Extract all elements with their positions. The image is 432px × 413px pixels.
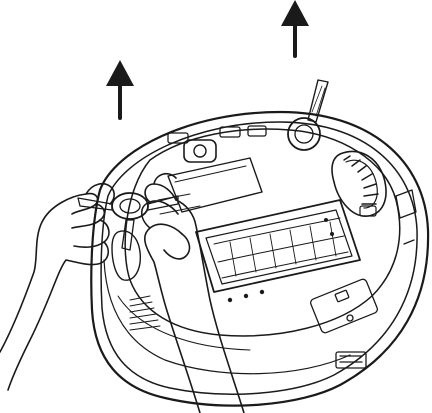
side-brush-left — [77, 192, 179, 251]
up-arrow-icon — [106, 60, 134, 120]
side-brush-right — [287, 79, 329, 151]
main-brush-housing — [195, 199, 361, 303]
right-hand — [140, 172, 245, 413]
up-arrow-icon — [281, 0, 309, 58]
bottom-details — [129, 189, 417, 369]
bottom-plate — [124, 125, 401, 337]
robot-body — [90, 110, 430, 407]
left-hand — [0, 182, 115, 391]
drive-wheel-right — [331, 150, 387, 217]
drive-wheel-left — [111, 230, 141, 281]
